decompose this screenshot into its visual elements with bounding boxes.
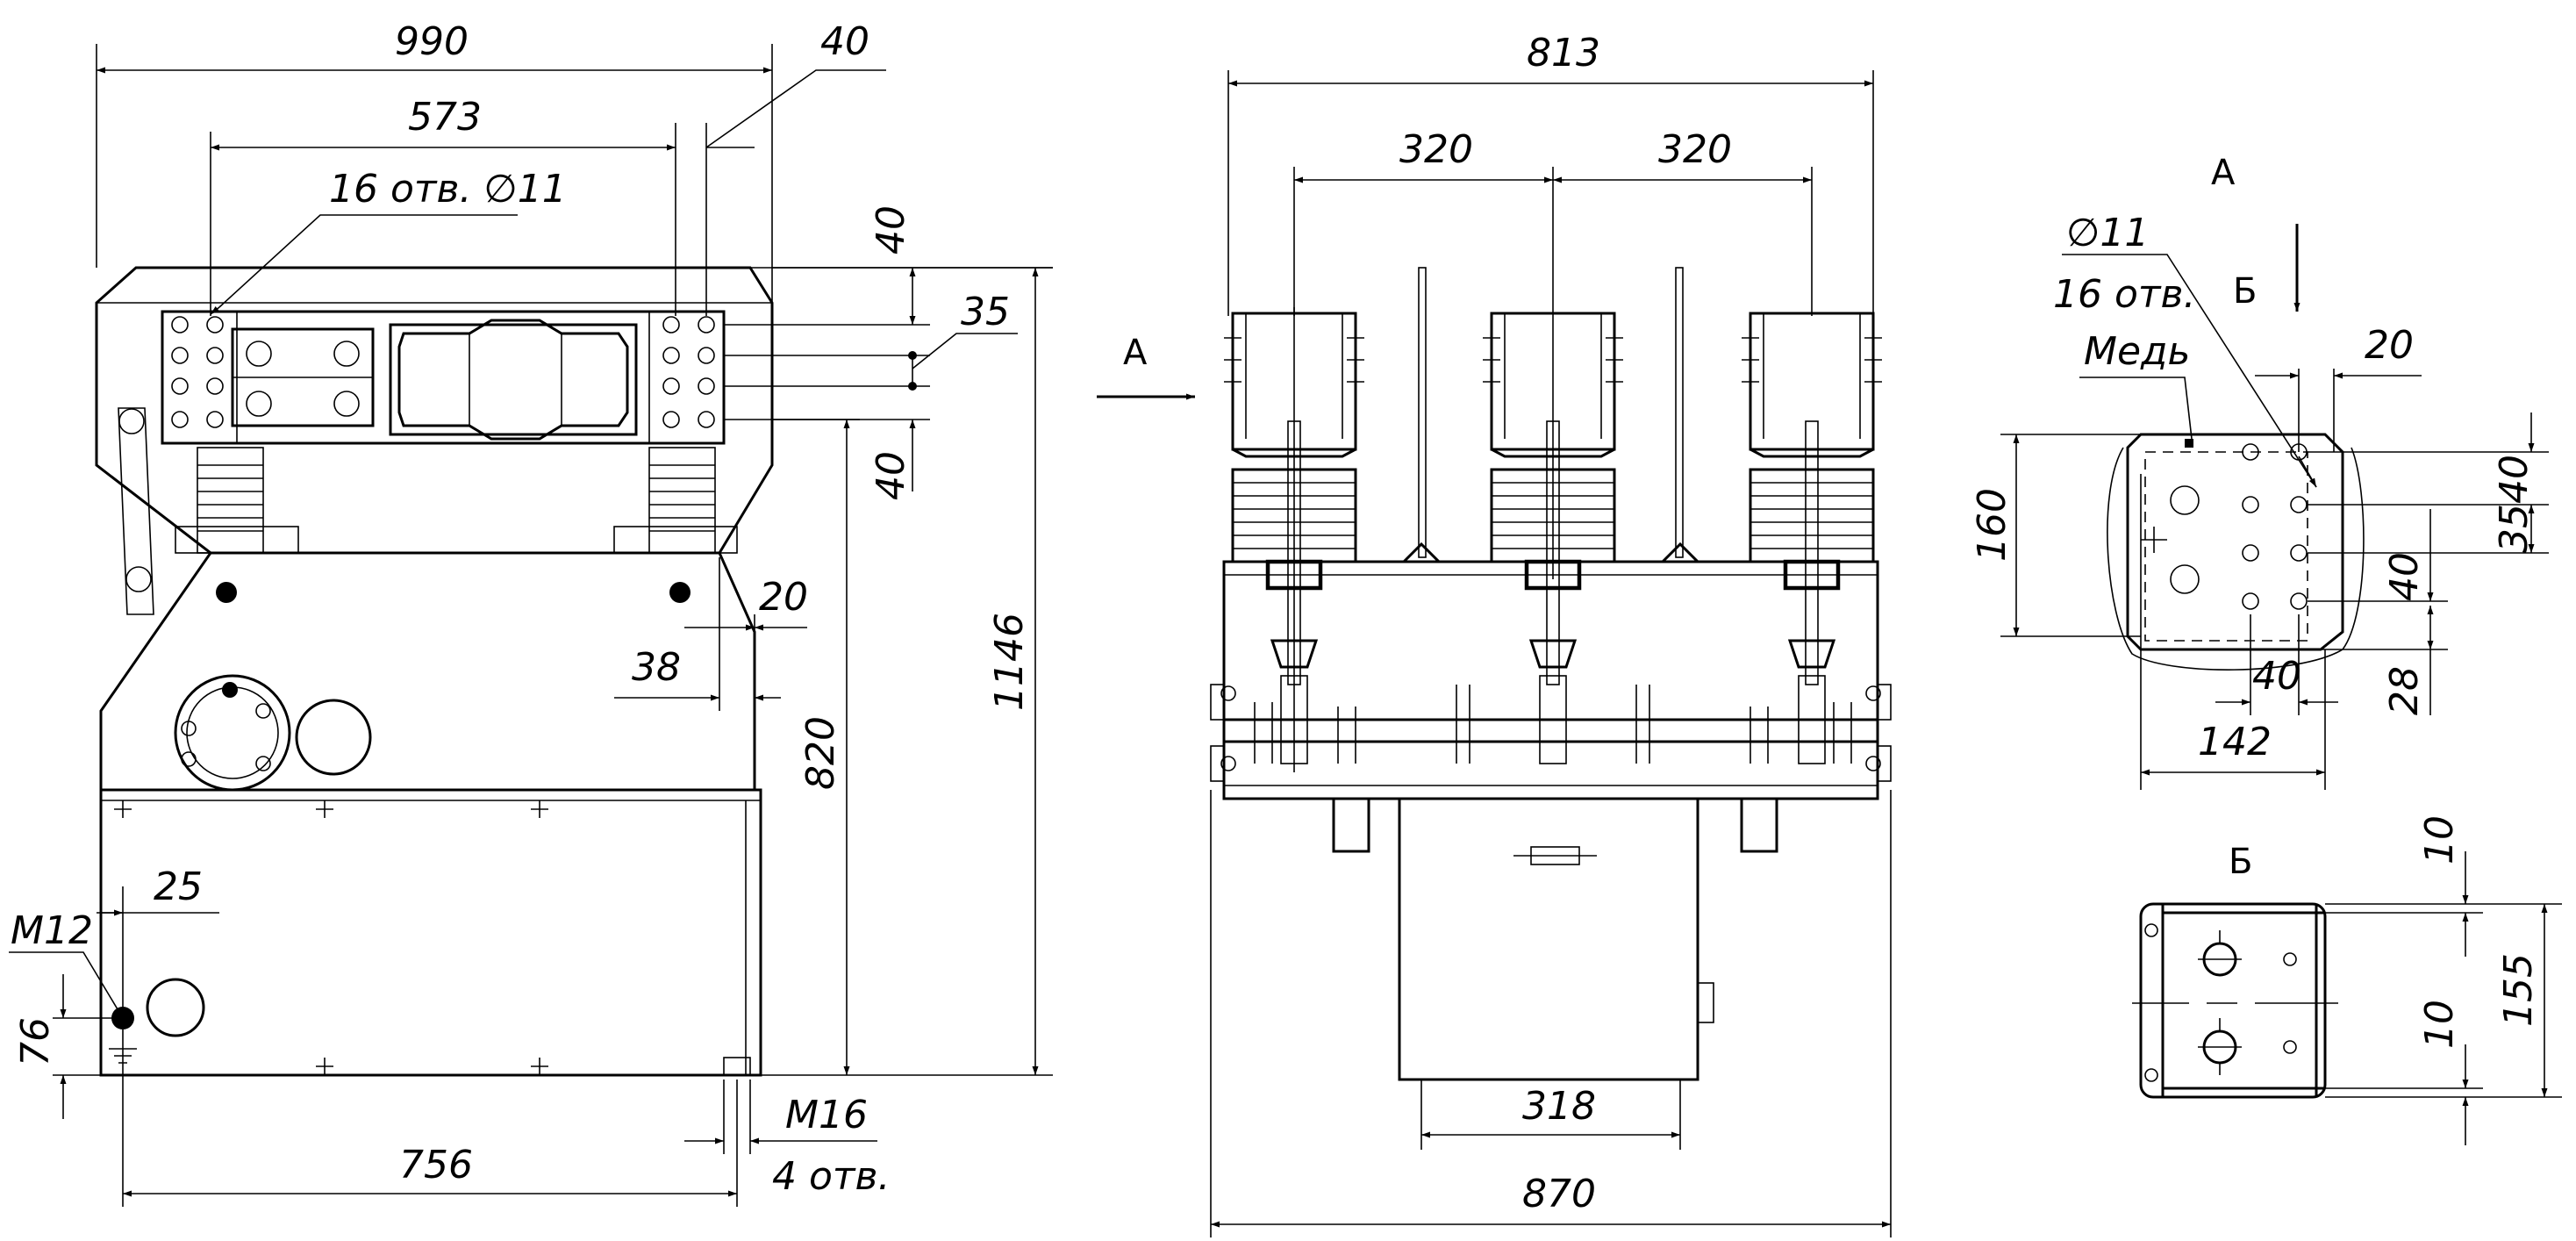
dim-40-v2: 40 (869, 451, 913, 500)
dim-3540: 3540 (2492, 455, 2537, 553)
side-view-dimensions: 813 320 320 A 318 870 (1097, 31, 1892, 1237)
dim-318: 318 (1522, 1084, 1596, 1129)
dim-10-a: 10 (2417, 815, 2462, 864)
dim-35: 35 (961, 290, 1010, 334)
dim-1146: 1146 (987, 613, 1032, 711)
dim-25: 25 (154, 864, 203, 909)
side-view (1210, 267, 1892, 1081)
dim-155: 155 (2496, 953, 2541, 1027)
view-b-arrow-label: Б (2233, 271, 2257, 312)
dim-28: 28 (2382, 666, 2427, 715)
dim-40-r: 40 (2382, 552, 2427, 601)
copper-label: Медь (2084, 329, 2190, 374)
view-a: A Б ∅11 16 отв. Медь 20 (1970, 153, 2549, 790)
dim-20-right: 20 (2365, 323, 2414, 368)
dim-40-rb: 40 (2252, 654, 2301, 699)
holes-16b-label: 16 отв. (2053, 272, 2195, 317)
dim-38: 38 (632, 645, 681, 690)
dim-320-a: 320 (1399, 127, 1473, 172)
view-b-title: Б (2229, 842, 2252, 882)
dim-990: 990 (395, 19, 469, 64)
front-view-dimensions: 990 573 40 16 отв. ∅11 40 35 40 20 (9, 19, 1053, 1207)
holes-16-label: 16 отв. ∅11 (329, 167, 567, 212)
dim-40-top: 40 (820, 19, 869, 64)
holes-4-label: 4 отв. (772, 1154, 890, 1199)
dim-573: 573 (408, 95, 482, 140)
dim-40-v1: 40 (869, 205, 913, 255)
dim-20-left: 20 (759, 575, 808, 620)
dim-820: 820 (798, 716, 843, 790)
dim-142: 142 (2198, 720, 2272, 764)
view-b: Б 10 10 155 (2132, 815, 2562, 1145)
m12-label: M12 (11, 908, 93, 953)
pole-1 (1231, 307, 1357, 772)
dim-160: 160 (1970, 488, 2014, 562)
phi11-label: ∅11 (2066, 211, 2149, 255)
front-view (95, 266, 774, 1077)
dim-10-b: 10 (2417, 1000, 2462, 1049)
dim-320-b: 320 (1658, 127, 1732, 172)
view-a-title: A (2211, 153, 2236, 193)
pole-3 (1749, 312, 1875, 764)
dim-76: 76 (13, 1017, 58, 1066)
m16-label: M16 (785, 1093, 868, 1137)
dim-870: 870 (1522, 1172, 1596, 1216)
view-a-arrow-label: A (1123, 333, 1148, 373)
dim-756: 756 (399, 1143, 473, 1187)
dim-813: 813 (1527, 31, 1600, 75)
